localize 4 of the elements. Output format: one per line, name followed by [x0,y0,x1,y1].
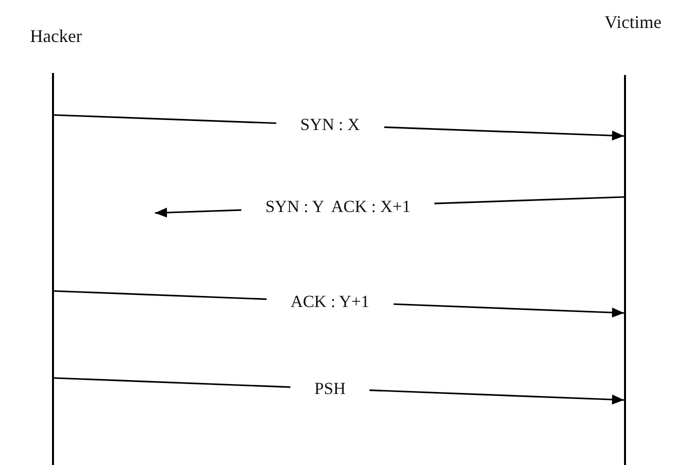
lifeline [624,75,626,465]
lifeline-heading: Hacker [30,26,82,47]
lifeline-heading: Victime [604,12,662,33]
lifeline [52,73,54,465]
